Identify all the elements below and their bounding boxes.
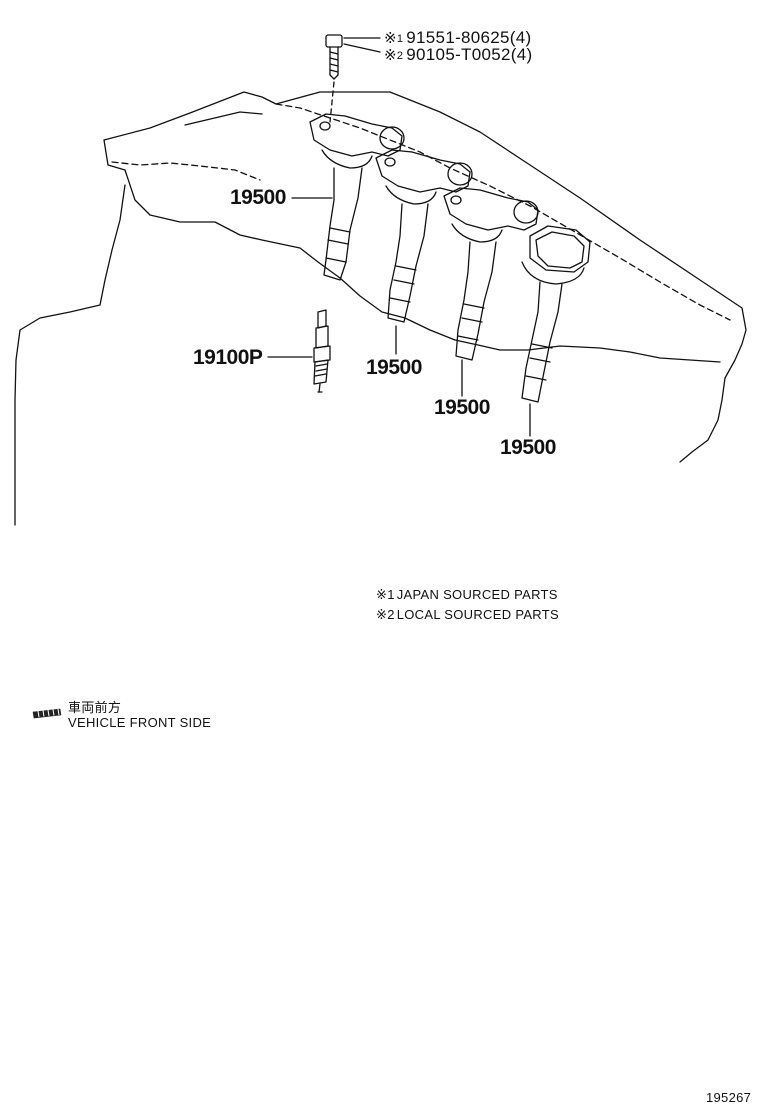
spark-plug bbox=[313, 309, 331, 393]
bolt-guide-line bbox=[329, 81, 335, 123]
ignition-coil-4 bbox=[521, 225, 591, 403]
vehicle-front-label-jp: 車両前方 bbox=[68, 700, 122, 715]
coil-part-number-2: 19500 bbox=[366, 356, 422, 379]
cylinder-head-outline bbox=[103, 91, 747, 463]
figure-id: 195267 bbox=[706, 1090, 752, 1105]
spark-plug-part-number: 19100P bbox=[193, 346, 263, 369]
ignition-coil-2 bbox=[375, 149, 473, 323]
vehicle-front-label-en: VEHICLE FRONT SIDE bbox=[68, 715, 212, 730]
ignition-coil-1 bbox=[309, 113, 405, 281]
ignition-coil-3 bbox=[443, 187, 539, 361]
vehicle-front-arrow-icon bbox=[32, 708, 62, 719]
bolt bbox=[325, 34, 343, 80]
coil-part-number-3: 19500 bbox=[434, 396, 490, 419]
bolt-leader-2 bbox=[343, 43, 381, 53]
cylinder-head-front-edge bbox=[103, 139, 721, 363]
dashed-cover-edge bbox=[275, 103, 731, 321]
cylinder-head-left-side bbox=[14, 184, 126, 526]
coil-part-number-4: 19500 bbox=[500, 436, 556, 459]
head-detail-line bbox=[184, 111, 263, 126]
dashed-cover-edge-2 bbox=[111, 161, 261, 181]
coil-part-number-1: 19500 bbox=[230, 186, 286, 209]
